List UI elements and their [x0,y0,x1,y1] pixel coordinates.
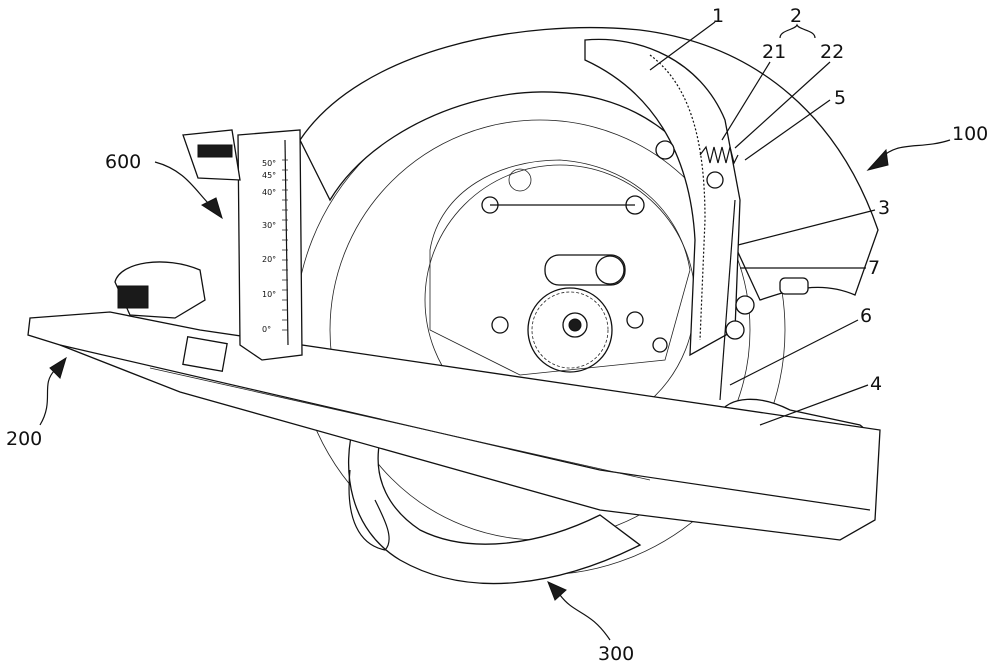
label-6: 6 [860,305,872,327]
label-2: 2 [790,5,802,27]
knob-grip-dark [118,286,148,308]
label-600: 600 [105,151,141,173]
arrow-200 [50,358,66,378]
label-100: 100 [952,123,988,145]
label-7: 7 [868,257,880,279]
scale-tick-0: 0° [262,325,271,334]
screw-f [656,141,674,159]
arrow-100 [868,150,888,170]
gear-bore-inner [569,319,581,331]
screw-g [707,172,723,188]
label-3: 3 [878,197,890,219]
label-22: 22 [820,41,844,63]
label-4: 4 [870,373,882,395]
label-200: 200 [6,428,42,450]
screw-e [653,338,667,352]
hole-a [509,169,531,191]
label-5: 5 [834,87,846,109]
pivot-6b [726,321,744,339]
leader-100 [880,140,950,160]
label-300: 300 [598,643,634,665]
base-plate [28,312,880,540]
arrow-600 [202,198,222,218]
label-1: 1 [712,5,724,27]
knob-dark-band [198,145,232,157]
label-21: 21 [762,41,786,63]
base-latch [183,337,227,372]
scale-tick-50: 50° [262,159,276,168]
screw-c [492,317,508,333]
scale-tick-30: 30° [262,221,276,230]
scale-tick-20: 20° [262,255,276,264]
arrow-300 [548,582,566,600]
scale-tick-10: 10° [262,290,276,299]
slot-7 [780,278,808,294]
spindle-end [596,256,624,284]
pivot-6 [736,296,754,314]
leader-200 [40,370,55,425]
scale-tick-40: 40° [262,188,276,197]
leader-6 [730,320,858,385]
leader-300 [560,595,610,640]
scale-tick-45: 45° [262,171,276,180]
screw-d [627,312,643,328]
